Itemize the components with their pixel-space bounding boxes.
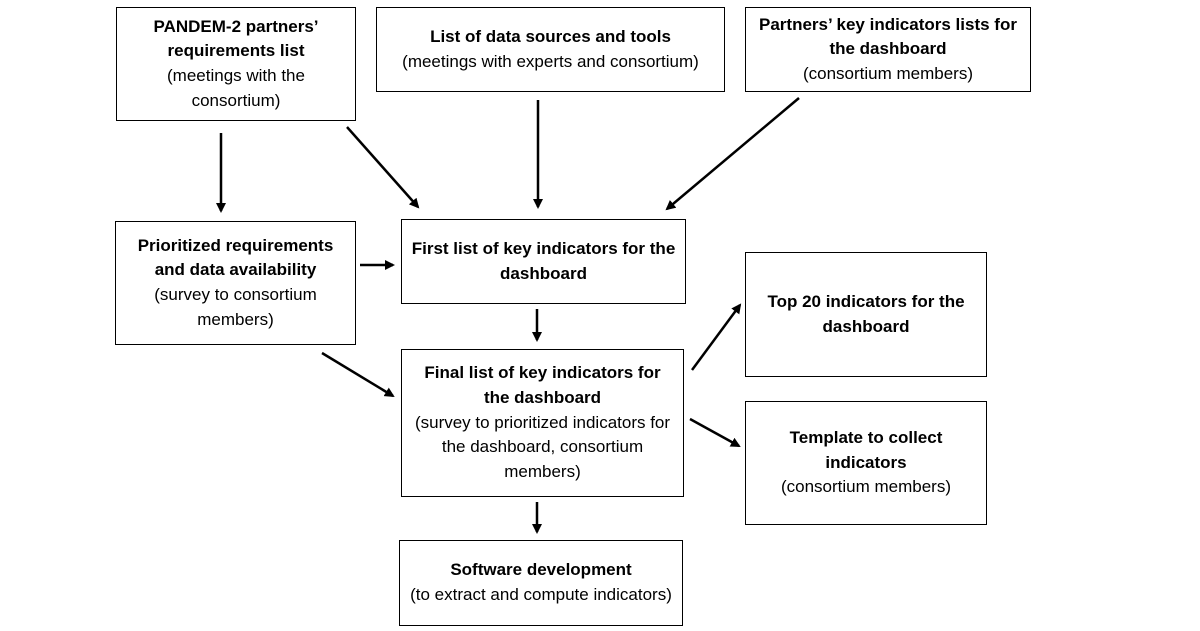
node-subtitle: (meetings with the consortium) — [167, 66, 305, 110]
node-title: Partners’ key indicators lists for the d… — [759, 14, 1017, 59]
node-title: Top 20 indicators for the dashboard — [767, 291, 965, 336]
node-title: PANDEM-2 partners’ requirements list — [153, 16, 319, 61]
node-title: Template to collect indicators — [789, 428, 943, 472]
node-template: Template to collect indicators (consorti… — [745, 401, 987, 525]
node-top20: Top 20 indicators for the dashboard — [745, 252, 987, 377]
node-data-sources: List of data sources and tools (meetings… — [376, 7, 725, 92]
node-final-list: Final list of key indicators for the das… — [401, 349, 684, 497]
node-first-list: First list of key indicators for the das… — [401, 219, 686, 304]
arrow-prioritized-to-final-list — [321, 351, 395, 398]
node-subtitle: (to extract and compute indicators) — [410, 585, 672, 604]
arrow-partners-indicators-to-first-list — [665, 97, 800, 211]
node-pandem-requirements: PANDEM-2 partners’ requirements list (me… — [116, 7, 356, 121]
node-subtitle: (consortium members) — [802, 63, 974, 83]
node-software: Software development (to extract and com… — [399, 540, 683, 626]
node-title: Prioritized requirements and data availa… — [137, 235, 334, 280]
node-subtitle: (survey to consortium members) — [154, 285, 317, 329]
node-partners-indicators: Partners’ key indicators lists for the d… — [745, 7, 1031, 92]
arrow-final-list-to-template — [689, 417, 741, 448]
node-subtitle: (consortium members) — [780, 477, 952, 497]
node-title: First list of key indicators for the das… — [411, 238, 676, 283]
node-subtitle: (survey to prioritized indicators for th… — [414, 412, 671, 481]
node-subtitle: (meetings with experts and consortium) — [402, 51, 699, 71]
arrow-requirements-to-first-list — [346, 126, 420, 209]
node-prioritized-requirements: Prioritized requirements and data availa… — [115, 221, 356, 345]
arrow-final-list-to-top20 — [690, 303, 742, 371]
node-title: List of data sources and tools — [430, 26, 671, 46]
node-title: Software development — [450, 560, 632, 580]
node-title: Final list of key indicators for the das… — [424, 363, 661, 408]
